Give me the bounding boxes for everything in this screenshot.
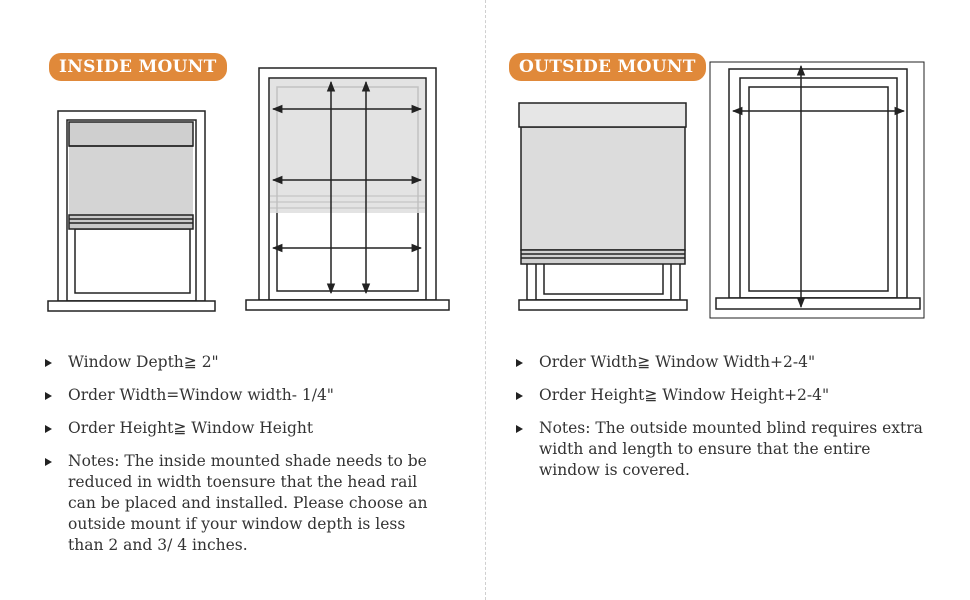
bullet-triangle-icon — [516, 392, 523, 400]
list-item: Order Width≧ Window Width+2-4" — [516, 352, 936, 373]
head-rail — [68, 121, 194, 147]
shade-fabric — [520, 126, 686, 251]
window-sill — [47, 300, 216, 312]
inside-mount-measure-illustration — [245, 67, 450, 311]
mount-illustrations — [47, 61, 925, 319]
inside-mount-notes: Window Depth≧ 2" Order Width=Window widt… — [45, 352, 445, 568]
shade-folds — [520, 249, 686, 265]
outside-mount-badge: OUTSIDE MOUNT — [509, 53, 706, 81]
bullet-triangle-icon — [516, 425, 523, 433]
bullet-triangle-icon — [516, 359, 523, 367]
list-item: Window Depth≧ 2" — [45, 352, 445, 373]
window-frame-outer — [728, 68, 908, 299]
window-sill — [245, 299, 450, 311]
shade-overlay — [270, 79, 425, 213]
window-glass — [748, 86, 889, 292]
list-item: Notes: The outside mounted blind require… — [516, 418, 936, 481]
window-glass-lower — [74, 228, 191, 294]
bullet-triangle-icon — [45, 392, 52, 400]
shade-folds — [68, 214, 194, 230]
outside-mount-notes: Order Width≧ Window Width+2-4" Order Hei… — [516, 352, 936, 493]
outside-mount-measure-illustration — [709, 61, 925, 319]
shade-fabric — [69, 145, 193, 215]
inside-mount-badge: INSIDE MOUNT — [49, 53, 227, 81]
head-rail — [518, 102, 687, 128]
list-item: Order Height≧ Window Height+2-4" — [516, 385, 936, 406]
inside-mount-shade-illustration — [47, 110, 216, 312]
bullet-triangle-icon — [45, 425, 52, 433]
window-sill — [518, 299, 688, 311]
list-item: Order Height≧ Window Height — [45, 418, 445, 439]
list-item: Order Width=Window width- 1/4" — [45, 385, 445, 406]
list-item: Notes: The inside mounted shade needs to… — [45, 451, 445, 556]
bullet-triangle-icon — [45, 458, 52, 466]
outside-mount-shade-illustration — [518, 102, 688, 311]
window-sill — [715, 297, 921, 310]
coverage-outline — [709, 61, 925, 319]
bullet-triangle-icon — [45, 359, 52, 367]
center-divider — [485, 0, 486, 600]
